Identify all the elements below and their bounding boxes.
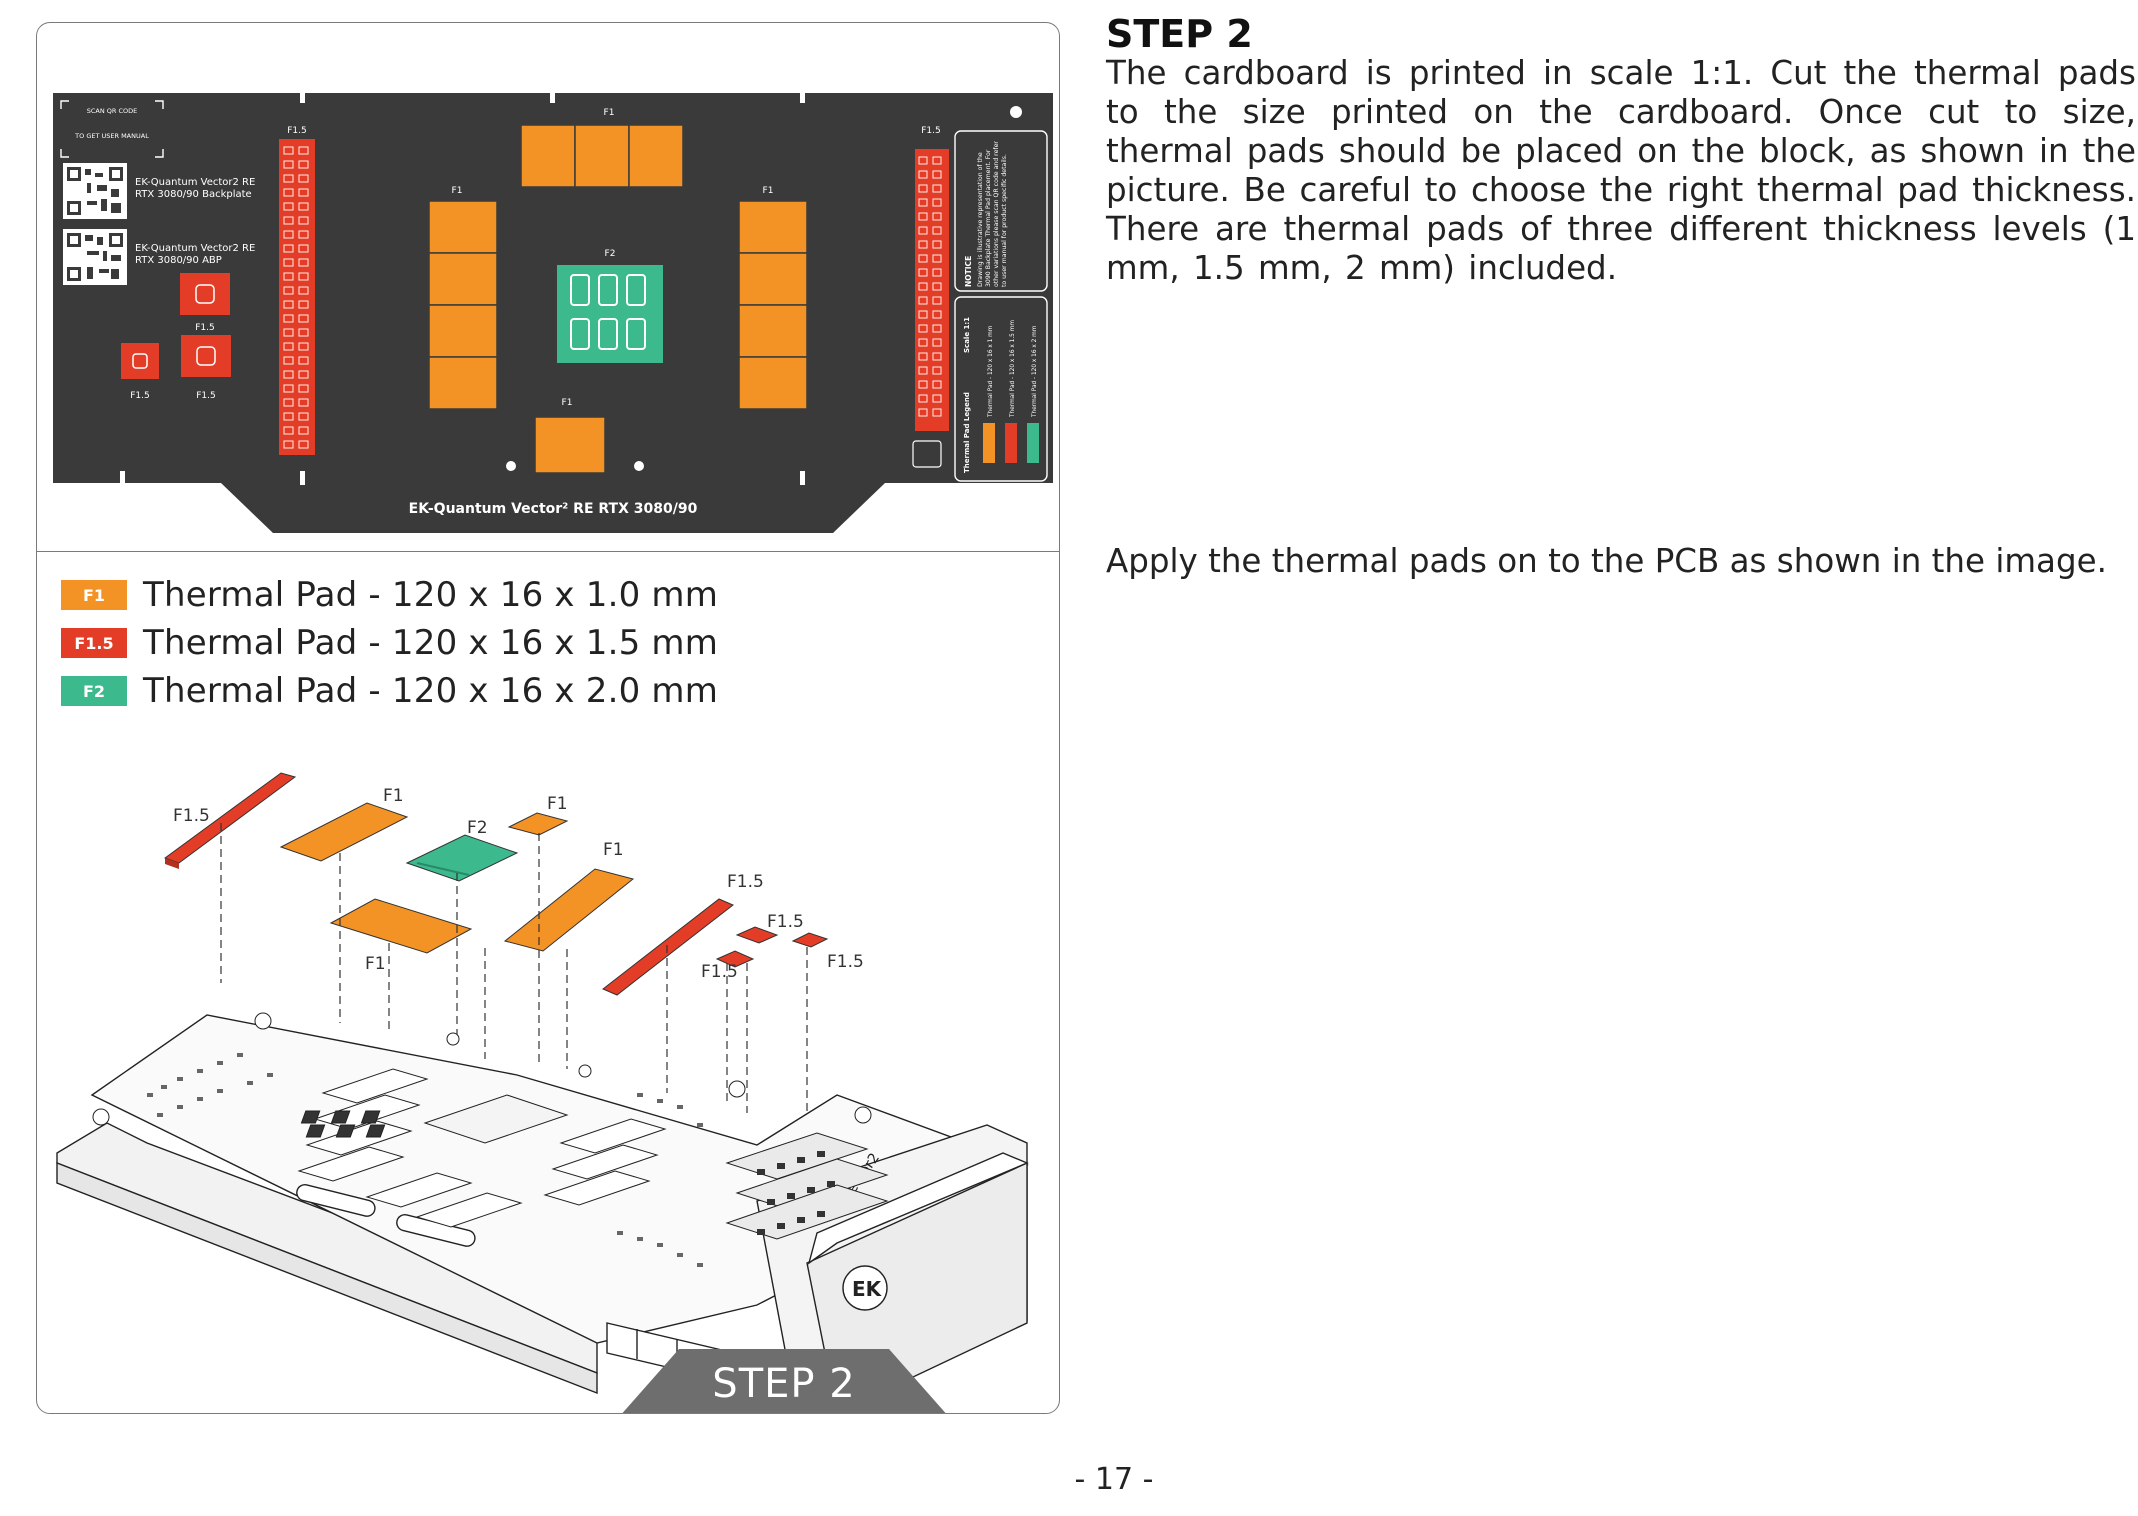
svg-text:F1.5: F1.5 (701, 962, 738, 982)
svg-text:F1.5: F1.5 (921, 126, 941, 136)
step-tab: STEP 2 (619, 1349, 949, 1413)
svg-text:F1: F1 (383, 786, 404, 806)
product-name-1: EK-Quantum Vector2 RE RTX 3080/90 Backpl… (135, 177, 256, 200)
pad-bottom-f1: F1 (534, 398, 606, 474)
svg-text:NOTICE: NOTICE (964, 256, 973, 287)
svg-text:Thermal Pad Legend: Thermal Pad Legend (963, 392, 971, 473)
step-tab-label: STEP 2 (712, 1361, 856, 1407)
user-manual-text: TO GET USER MANUAL (74, 132, 149, 140)
svg-text:F1: F1 (763, 186, 774, 196)
step-body: The cardboard is printed in scale 1:1. C… (1106, 54, 2136, 287)
legend-text-f2: Thermal Pad - 120 x 16 x 2.0 mm (143, 671, 719, 711)
svg-text:F2: F2 (605, 249, 616, 259)
pcb-components (92, 1012, 889, 1267)
svg-text:F1: F1 (547, 794, 568, 814)
svg-text:F1: F1 (365, 954, 386, 974)
legend-text-f1: Thermal Pad - 120 x 16 x 1.0 mm (143, 575, 719, 615)
pad-right-column-f1: F1 (738, 186, 808, 410)
svg-text:Thermal Pad - 120 x 16 x 1 mm: Thermal Pad - 120 x 16 x 1 mm (988, 325, 994, 418)
pad-left-column-f1: F1 (428, 186, 498, 410)
cardboard-template: SCAN QR CODE TO GET USER MANUAL EK-Quant… (53, 89, 1053, 533)
legend-swatch-f2: F2 (61, 676, 127, 706)
svg-text:F1: F1 (562, 398, 573, 408)
svg-text:F1: F1 (604, 108, 615, 118)
svg-text:F1.5: F1.5 (287, 126, 307, 136)
pad-strip-left-f15: F1.5 (279, 126, 315, 455)
page-number: - 17 - (1074, 1462, 1154, 1497)
step-instruction: Apply the thermal pads on to the PCB as … (1106, 542, 2107, 580)
svg-text:F1.5: F1.5 (727, 872, 764, 892)
board-title: EK-Quantum Vector² RE RTX 3080/90 (409, 501, 698, 517)
svg-text:F1.5: F1.5 (130, 391, 150, 401)
legend-row-f1: F1 Thermal Pad - 120 x 16 x 1.0 mm (61, 571, 718, 619)
qr-code-2 (63, 229, 127, 285)
legend-text-f15: Thermal Pad - 120 x 16 x 1.5 mm (143, 623, 719, 663)
thermal-pad-legend: F1 Thermal Pad - 120 x 16 x 1.0 mm F1.5 … (61, 571, 718, 715)
legend-swatch-f15: F1.5 (61, 628, 127, 658)
svg-text:Thermal Pad - 120 x 16 x 1.5 m: Thermal Pad - 120 x 16 x 1.5 mm (1010, 320, 1016, 418)
svg-text:F1.5: F1.5 (196, 391, 216, 401)
pcb-exploded-diagram: F1.5 F1 F2 F1 F1 F1 F1.5 F1.5 F1.5 (56, 772, 1029, 1413)
legend-row-f2: F2 Thermal Pad - 120 x 16 x 2.0 mm (61, 667, 718, 715)
svg-text:EK: EK (852, 1277, 883, 1301)
pad-center-f2: F2 (557, 249, 663, 363)
legend-row-f15: F1.5 Thermal Pad - 120 x 16 x 1.5 mm (61, 619, 718, 667)
exploded-pads: F1.5 F1 F2 F1 F1 F1 F1.5 F1.5 F1.5 (163, 772, 864, 996)
panel-divider (37, 551, 1059, 552)
svg-text:F1.5: F1.5 (767, 912, 804, 932)
pad-top-f1: F1 (520, 108, 684, 188)
notice-text: Drawing is illustrative representation o… (977, 141, 1008, 287)
svg-text:Scale 1:1: Scale 1:1 (963, 317, 971, 353)
pcb-body: EK Vector2 (56, 1014, 1029, 1413)
svg-text:F2: F2 (467, 818, 488, 838)
pad-strip-right-f15: F1.5 (912, 126, 949, 468)
scan-qr-text: SCAN QR CODE (87, 107, 138, 115)
svg-text:F1: F1 (603, 840, 624, 860)
step-title: STEP 2 (1106, 12, 1253, 56)
step-tab-shape (622, 1349, 946, 1413)
svg-text:F1.5: F1.5 (827, 952, 864, 972)
product-name-2: EK-Quantum Vector2 RE RTX 3080/90 ABP (135, 243, 256, 266)
svg-text:F1: F1 (452, 186, 463, 196)
illustration-panel: SCAN QR CODE TO GET USER MANUAL EK-Quant… (36, 22, 1060, 1414)
legend-swatch-f1: F1 (61, 580, 127, 610)
svg-text:F1.5: F1.5 (173, 806, 210, 826)
notice-box: NOTICE Drawing is illustrative represent… (954, 130, 1048, 482)
svg-text:F1.5: F1.5 (195, 323, 215, 333)
leader-lines (220, 823, 808, 1123)
pad-small-f15: F1.5 F1.5 F1.5 (121, 273, 231, 401)
qr-code-1 (63, 163, 127, 219)
svg-text:Thermal Pad - 120 x 16 x 2 mm: Thermal Pad - 120 x 16 x 2 mm (1032, 325, 1038, 418)
